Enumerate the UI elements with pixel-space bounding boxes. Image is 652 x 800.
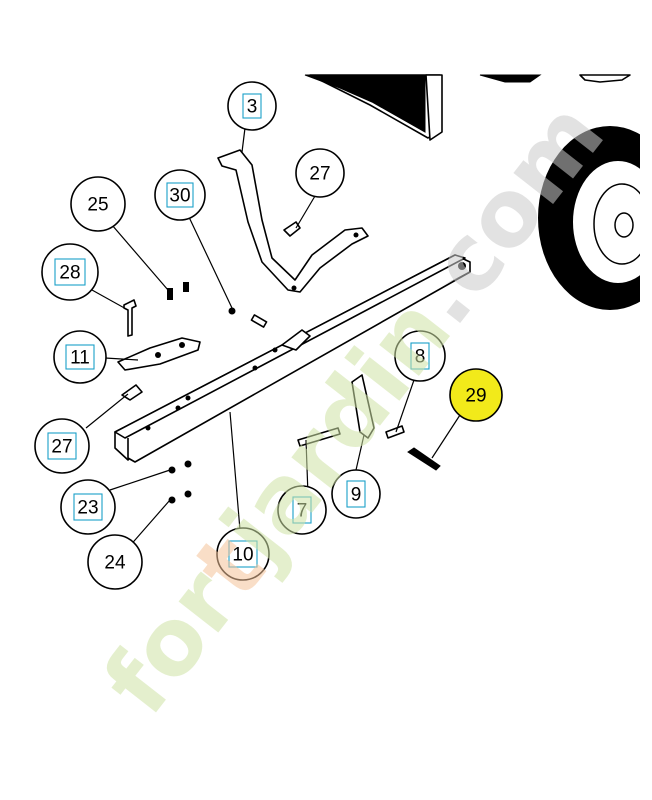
svg-text:29: 29: [465, 386, 486, 407]
spring-7: [297, 427, 341, 447]
callout-30: 30: [154, 169, 206, 221]
svg-text:25: 25: [87, 195, 108, 216]
svg-text:24: 24: [104, 553, 126, 574]
svg-text:27: 27: [309, 164, 330, 185]
callout-24: 24: [87, 534, 143, 590]
svg-text:27: 27: [51, 437, 72, 458]
callout-11: 11: [53, 330, 107, 384]
bracket-arm: [217, 149, 369, 293]
pin-28: [123, 299, 137, 337]
bolt-29: [407, 447, 441, 471]
svg-text:9: 9: [351, 485, 362, 506]
callout-10: 10: [216, 527, 270, 581]
svg-text:7: 7: [297, 501, 308, 522]
svg-text:10: 10: [232, 545, 253, 566]
pivot-bracket: [250, 314, 311, 351]
callout-29: 29: [449, 368, 503, 422]
svg-text:8: 8: [415, 347, 426, 368]
clip-top: [283, 221, 301, 237]
callout-9: 9: [331, 469, 381, 519]
bolts-25: [167, 282, 189, 300]
svg-text:28: 28: [59, 263, 80, 284]
svg-text:3: 3: [247, 97, 258, 118]
clip-bottom: [121, 384, 143, 401]
link-plate-11: [117, 337, 201, 371]
callout-27-top: 27: [295, 148, 345, 198]
wheel: [538, 120, 652, 320]
callout-27-bottom: 27: [34, 418, 90, 474]
nuts-23-24: [168, 460, 192, 504]
svg-text:30: 30: [169, 186, 190, 207]
lever-9: [351, 374, 375, 439]
callout-25: 25: [70, 176, 126, 232]
pin-8: [385, 425, 405, 439]
callout-3: 3: [227, 81, 277, 131]
callout-8: 8: [394, 330, 446, 382]
leader-lines: [85, 127, 461, 549]
callout-7: 7: [277, 485, 327, 535]
svg-text:11: 11: [70, 348, 90, 369]
svg-text:23: 23: [77, 498, 98, 519]
callout-23: 23: [60, 479, 116, 535]
callout-28: 28: [41, 243, 99, 301]
nut-30: [228, 307, 236, 315]
machine-body-fragment: [304, 74, 631, 141]
